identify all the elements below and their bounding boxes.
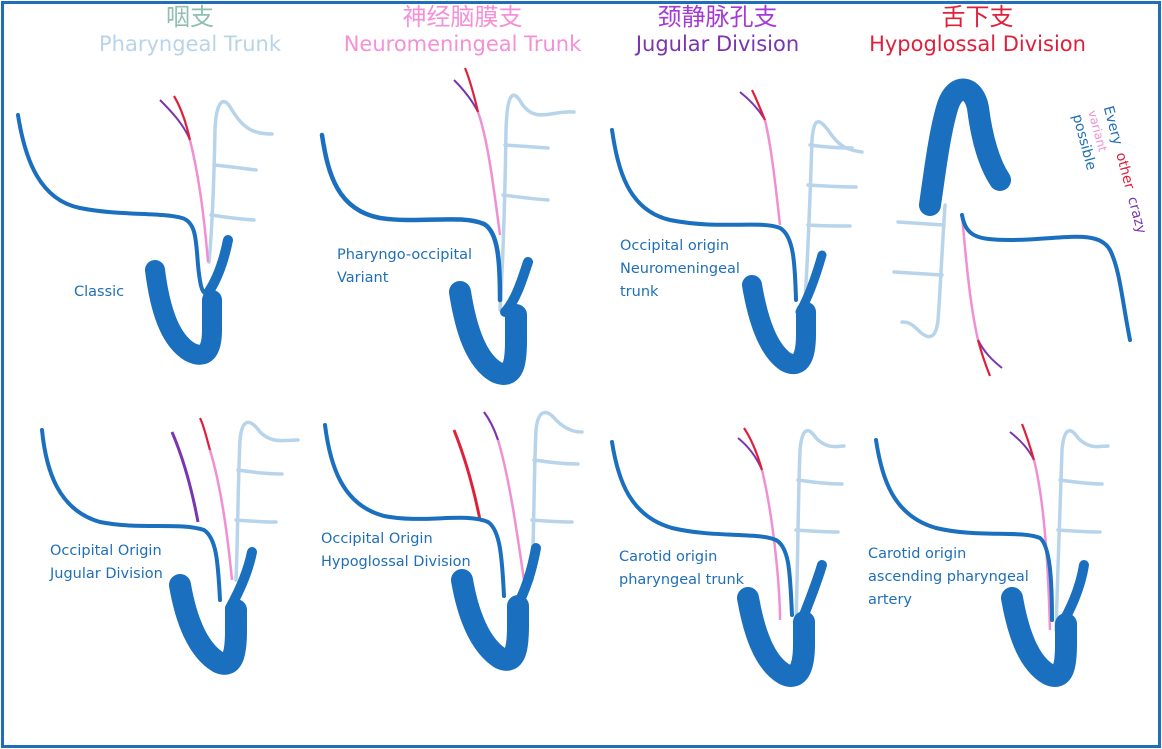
occipital-artery: [610, 440, 794, 617]
occipital-artery: [16, 113, 207, 295]
header-jugular-zh: 颈静脉孔支: [657, 3, 778, 31]
rotated-note: Every other crazy variant possible: [1069, 104, 1150, 235]
header-pharyngeal-trunk: 咽支 Pharyngeal Trunk: [80, 3, 300, 56]
variant-occipital-jugular: [40, 417, 300, 675]
ica-hook: [145, 260, 222, 365]
variant-occipital-neuromeningeal: [610, 89, 864, 374]
variant-carotid-ascending: [874, 423, 1110, 687]
variant-every-other: [892, 78, 1132, 377]
pharyngeal-branch: [209, 213, 256, 222]
header-neuromeningeal-en: Neuromeningeal Trunk: [343, 31, 582, 56]
pharyngeal-trunk-line: [207, 100, 274, 264]
header-jugular-en: Jugular Division: [635, 31, 800, 56]
header-hypoglossal-en: Hypoglossal Division: [869, 31, 1086, 56]
ica-upper: [203, 235, 233, 298]
label-occipital-jugular: Occipital Origin Jugular Division: [50, 543, 163, 582]
header-jugular-division: 颈静脉孔支 Jugular Division: [615, 3, 820, 56]
occipital-artery: [874, 438, 1054, 622]
hypoglossal-line: [173, 95, 192, 141]
label-carotid-ascending: Carotid origin ascending pharyngeal arte…: [868, 546, 1029, 608]
header-hypoglossal-zh: 舌下支: [941, 3, 1014, 31]
variant-carotid-pharyngeal: [610, 427, 846, 687]
neuromeningeal-line: [188, 139, 210, 263]
pharyngeal-branch: [212, 163, 258, 172]
label-carotid-pharyngeal: Carotid origin pharyngeal trunk: [619, 549, 745, 588]
occipital-artery: [323, 423, 506, 598]
header-neuromeningeal-zh: 神经脑膜支: [402, 3, 523, 31]
occipital-artery: [40, 428, 222, 602]
header-neuromeningeal-trunk: 神经脑膜支 Neuromeningeal Trunk: [325, 3, 600, 56]
note-line-every: Every other crazy: [1100, 104, 1150, 235]
header-pharyngeal-zh: 咽支: [166, 3, 214, 31]
occipital-artery: [610, 128, 798, 302]
label-occipital-hypoglossal: Occipital Origin Hypoglossal Division: [321, 531, 471, 570]
inverted-hook: [919, 78, 1011, 216]
label-occipital-neuromeningeal: Occipital origin Neuromeningeal trunk: [620, 238, 740, 300]
variant-classic: [16, 95, 274, 365]
variant-occipital-hypoglossal: [323, 410, 584, 671]
header-pharyngeal-en: Pharyngeal Trunk: [99, 31, 281, 56]
occipital-artery: [319, 132, 503, 303]
label-classic: Classic: [74, 284, 125, 300]
occipital-artery: [960, 213, 1132, 342]
label-pharyngo-occipital: Pharyngo-occipital Variant: [337, 247, 473, 286]
variant-pharyngo-occipital: [319, 67, 576, 385]
header-hypoglossal-division: 舌下支 Hypoglossal Division: [855, 3, 1100, 56]
